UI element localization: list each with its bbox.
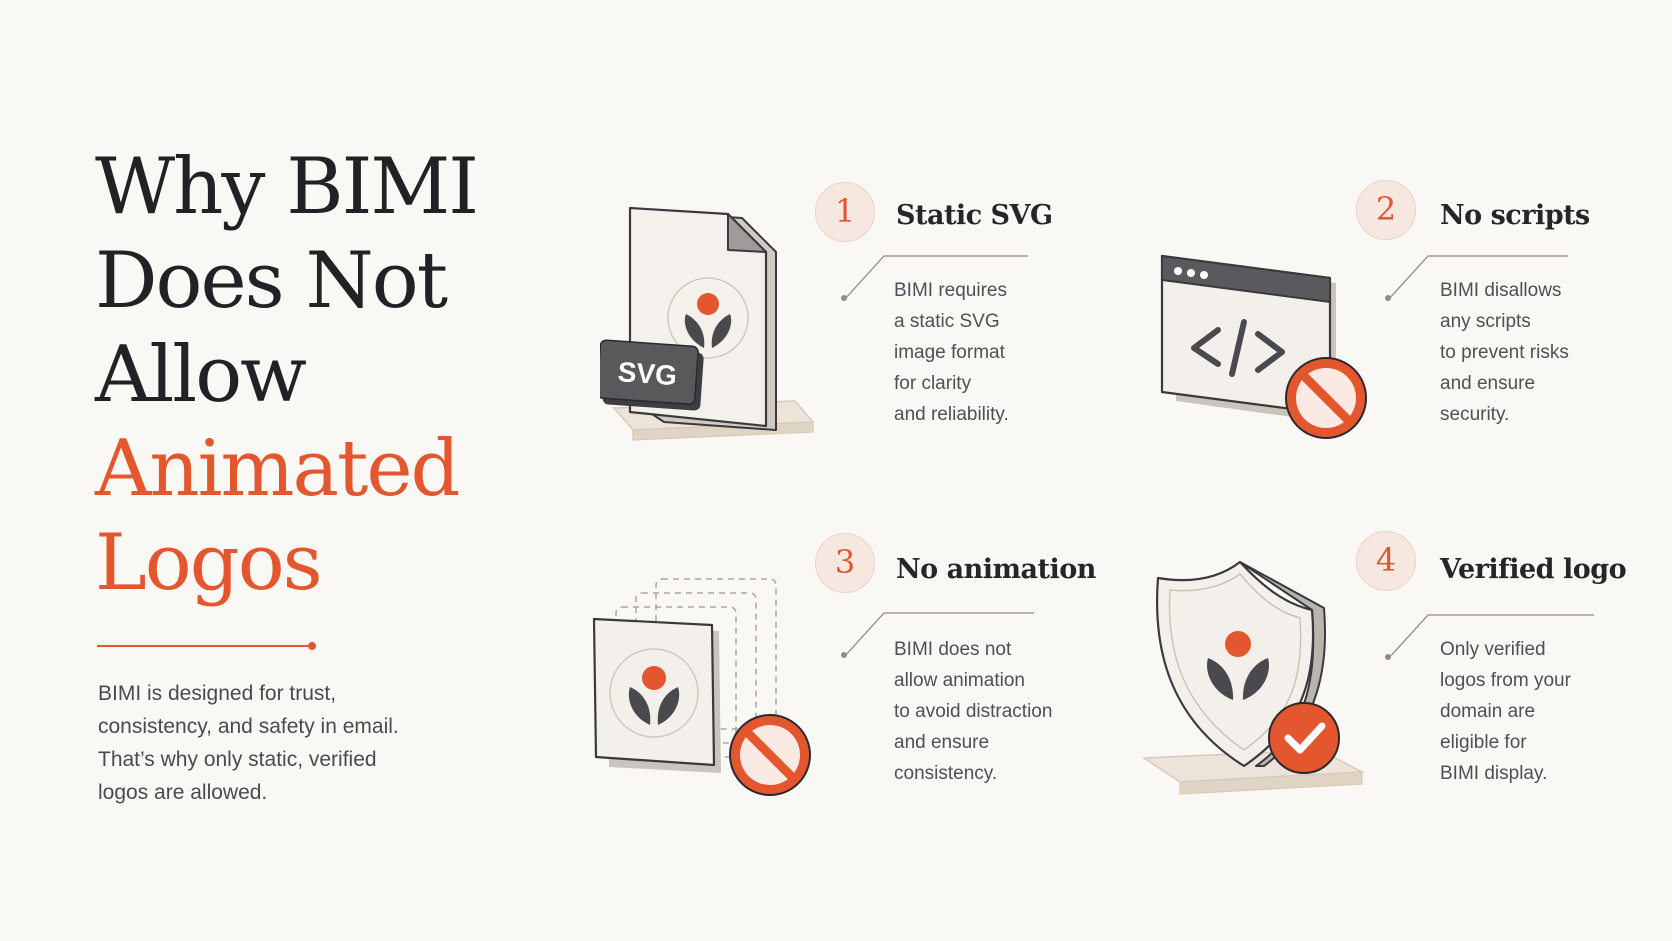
feature-4-description: Only verified logos from your domain are…	[1440, 634, 1571, 789]
headline-accent-line-1: Animated	[95, 424, 460, 514]
feature-3-line-3: to avoid distraction	[894, 701, 1053, 722]
feature-1-leader-line	[841, 255, 1028, 301]
feature-4-number-badge: 4	[1356, 531, 1416, 591]
feature-1-number-badge: 1	[815, 182, 875, 242]
feature-4-line-5: BIMI display.	[1440, 763, 1548, 784]
svg-badge-label: SVG	[617, 356, 678, 391]
feature-1-line-4: for clarity	[894, 373, 972, 394]
feature-3-line-5: consistency.	[894, 763, 998, 784]
feature-1-line-3: image format	[894, 342, 1005, 363]
feature-2-line-5: security.	[1440, 404, 1510, 425]
feature-3-title: No animation	[896, 554, 1096, 585]
feature-3-line-1: BIMI does not	[894, 639, 1012, 660]
feature-4-title: Verified logo	[1440, 554, 1627, 585]
feature-3-number-badge: 3	[815, 533, 875, 593]
feature-2-leader-line	[1385, 255, 1568, 301]
stacked-frames-prohibited-icon	[592, 578, 811, 796]
feature-2-line-2: any scripts	[1440, 311, 1531, 332]
headline-divider-dot	[308, 642, 316, 650]
feature-2-number-badge: 2	[1356, 180, 1416, 240]
feature-2-line-4: and ensure	[1440, 373, 1536, 394]
feature-1-title: Static SVG	[896, 200, 1053, 231]
feature-3-leader-line	[841, 612, 1034, 658]
code-window-prohibited-icon	[1160, 254, 1367, 439]
feature-1-line-2: a static SVG	[894, 311, 1000, 332]
headline-line-3: Allow	[95, 330, 307, 420]
feature-2-line-1: BIMI disallows	[1440, 280, 1562, 301]
shield-check-icon	[1141, 560, 1365, 795]
feature-3-line-2: allow animation	[894, 670, 1025, 691]
headline: Why BIMI Does Not Allow Animated Logos	[95, 140, 479, 610]
feature-4-leader-line	[1385, 614, 1594, 660]
feature-4-line-3: domain are	[1440, 701, 1536, 722]
headline-line-1: Why BIMI	[95, 142, 479, 232]
feature-3-description: BIMI does not allow animation to avoid d…	[894, 634, 1052, 789]
feature-2-line-3: to prevent risks	[1440, 342, 1569, 363]
headline-divider	[97, 645, 313, 647]
intro-text: BIMI is designed for trust, consistency,…	[98, 682, 399, 804]
headline-line-2: Does Not	[95, 236, 448, 326]
feature-4-line-2: logos from your	[1440, 670, 1571, 691]
feature-3-line-4: and ensure	[894, 732, 990, 753]
feature-2-description: BIMI disallows any scripts to prevent ri…	[1440, 275, 1569, 430]
svg-file-icon: SVG	[600, 206, 815, 441]
feature-4-line-1: Only verified	[1440, 639, 1546, 660]
feature-4-line-4: eligible for	[1440, 732, 1527, 753]
feature-1-description: BIMI requires a static SVG image format …	[894, 275, 1009, 430]
feature-1-line-5: and reliability.	[894, 404, 1009, 425]
feature-2-title: No scripts	[1440, 200, 1590, 231]
feature-1-line-1: BIMI requires	[894, 280, 1007, 301]
headline-accent-line-2: Logos	[95, 518, 323, 608]
